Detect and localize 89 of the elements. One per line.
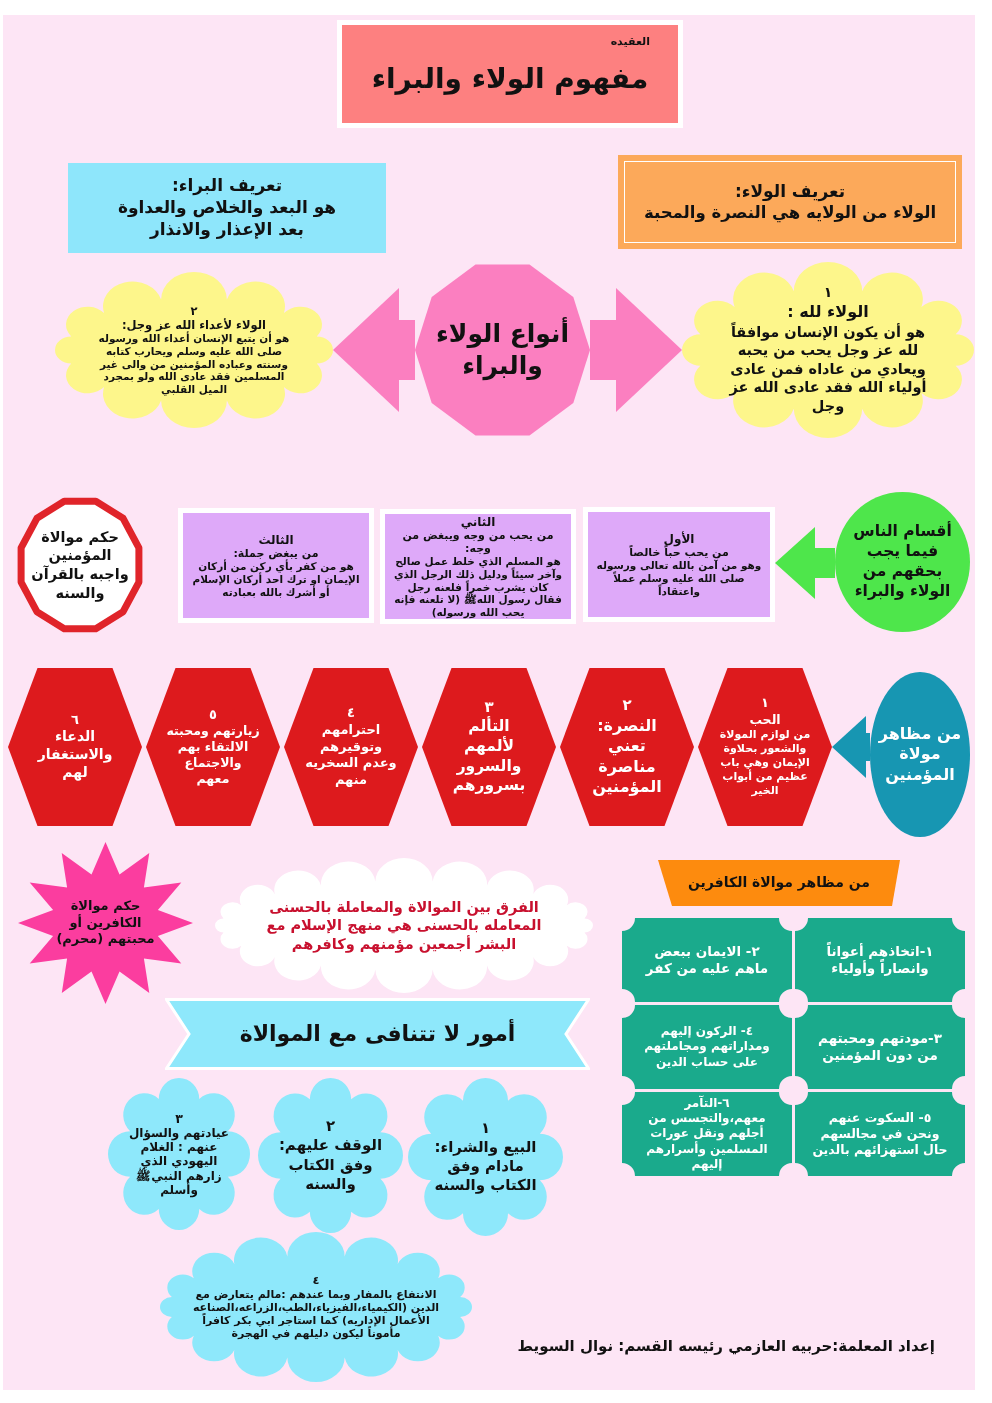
heading-text: الحب (749, 712, 781, 729)
node-text: النصرة: تعني مناصرة المؤمنين (591, 715, 663, 798)
starburst-shape (18, 842, 193, 1004)
heading-text: حكم موالاة الكافرين أو محبتهم (محرم) (55, 898, 156, 948)
number-label: ١ (480, 1118, 491, 1138)
node-text: التألم لألمهم والسرور بسرورهم (451, 716, 527, 797)
cloud-shape (160, 1232, 472, 1382)
heading-text: الفرق بين الموالاة والمعاملة بالحسنى (269, 897, 539, 917)
heading-text: من مظاهر موالاة الكافرين (688, 874, 870, 892)
hexagon-shape (146, 668, 280, 826)
info-box (380, 509, 576, 624)
info-box (178, 508, 374, 623)
node-text: البيع والشراء: مادام وفق الكتاب والسنه (433, 1137, 538, 1196)
number-label: ٤ (312, 1273, 320, 1288)
ticket-tile (795, 1005, 965, 1089)
arrow (333, 288, 415, 412)
title-text: مفهوم الولاء والبراء (371, 61, 649, 97)
definition-box (68, 163, 386, 253)
number-label: ٢ (325, 1117, 336, 1137)
body-text: هو أن يتبع الإنسان أعداء الله ورسوله صلى الله عليه وسلم ويحارب كتابه وسنته وعباده المؤمنين من والى غير المسلمين فقد عادى الله ولو بمجرد الميل القلبي (97, 332, 291, 396)
hexagon-shape (560, 668, 694, 826)
number-label: ٣ (484, 697, 494, 716)
arrow (775, 527, 835, 599)
number-label: ١ (823, 284, 833, 303)
subject-label: العقيده (610, 35, 650, 50)
node-text: ٣-مودتهم ومحبتهم من دون المؤمنين (817, 1029, 943, 1065)
info-box (583, 507, 775, 622)
node-text: احترامهم وتوقيرهم وعدم السخريه منهم (304, 722, 398, 789)
node-text: ٤- الركون إليهم ومداراتهم ومجاملتهم على حساب الدين (643, 1023, 771, 1071)
ticket-tile (795, 1092, 965, 1176)
number-label: ٥ (209, 706, 217, 724)
credit-text: إعداد المعلمة:حربيه العازمي رئيسه القسم: نوال السويط (517, 1337, 935, 1355)
heading-text: من مظاهر مولاة المؤمنين (878, 723, 962, 786)
ticket-tile (622, 918, 792, 1002)
cloud-shape (682, 262, 974, 438)
node-text: ٢- الايمان ببعض ماهم عليه من كفر (644, 942, 770, 978)
ribbon-banner (165, 998, 590, 1070)
number-label: ٢ (190, 304, 198, 318)
body-text: وهو من آمن بالله تعالى ورسوله صلى الله عليه وسلم عملاً واعتقاداً (596, 559, 762, 598)
number-label: ١ (761, 695, 769, 713)
node-text: الوقف عليهم: وفق الكتاب والسنه (277, 1136, 384, 1194)
node-text: الدعاء والاستغفار لهم (36, 728, 114, 783)
subheading-text: من يحب حباً خالصاً (629, 546, 729, 560)
hexagon-shape (284, 668, 418, 826)
body-text: هو أن يكون الإنسان موافقاً لله عز وجل يحب من يحبه ويعادي من عاداه فمن عادى أولياء الله فقد عادى الله عز وجل (728, 322, 928, 416)
heading-text: الولاء لله : (787, 302, 869, 323)
node-text: الانتفاع بالمفار وبما عندهم :مالم يتعارض مع الدين (الكيمياء،الفيزياء،الطب،الزراعه،الصناعه الأعمال الإداريه) كما استاجر ابي بكر كافراً مأموناً ليكون دليلهم في الهجرة (191, 1287, 441, 1341)
cloud-shape (408, 1078, 563, 1236)
heading-text: تعريف البراء: (171, 175, 283, 198)
heading-text: حكم موالاة المؤمنين واجبه بالقرآن والسنه (31, 527, 129, 603)
heading-text: الثالث (258, 532, 294, 548)
hexagon-shape (698, 668, 832, 826)
ticket-tile (795, 918, 965, 1002)
heading-text: أنواع الولاء والبراء (435, 318, 570, 382)
heading-text: أمور لا تتنافى مع الموالاة (239, 1019, 516, 1049)
body-text: من لوازم المولاة والشعور بحلاوة الإيمان وهي باب عظيم من أبواب الخير (718, 728, 812, 799)
cloud-shape (258, 1078, 403, 1233)
cloud-shape (215, 858, 593, 993)
node-text: ٦-التآمر معهم،والتجسس من أجلهم ونقل عورات المسلمين وأسرارهم إليهم (645, 1095, 769, 1173)
body-text: هو المسلم الذي خلط عمل صالح وآخر سيئاً ودليل ذلك الرجل الذي كان يشرب خمراً فلعنه رجل فقال رسول اللهﷺ (لا تلعنه فإنه يحب الله ورسوله) (393, 555, 563, 619)
node-text: عيادتهم والسؤال عنهم : الغلام اليهودي الذي زارهم النبيﷺ وأسلم (127, 1125, 231, 1198)
body-text: المعامله بالحسنى هي منهج الإسلام مع البشر أجمعين مؤمنهم وكافرهم (265, 916, 543, 954)
cloud-shape (55, 272, 333, 428)
heading-text: الولاء لأعداء الله عز وجل: (121, 318, 267, 332)
heading-text: الأول (663, 531, 695, 547)
node-text: زيارتهم ومحبته الالتقاء بهم والاجتماع معهم (166, 723, 260, 788)
number-label: ٤ (347, 705, 355, 723)
body-text: هو من كفر بأي ركن من أركان الإيمان او ترك احد أركان الإسلام أو أشرك بالله بعبادته (191, 560, 361, 599)
subheading-text: من يبغض جملة: (233, 547, 319, 561)
heading-text: الثاني (460, 514, 496, 530)
node-text: ١-اتخاذهم أعواناً وانصاراً وأولياء (825, 942, 935, 978)
number-label: ٢ (622, 696, 632, 716)
cloud-shape (108, 1078, 250, 1230)
definition-box (618, 155, 962, 249)
subheading-text: من يحب من وجه ويبغض من وجه: (401, 529, 555, 556)
ticket-tile (622, 1092, 792, 1176)
heading-text: تعريف الولاء: (734, 180, 846, 203)
ticket-tile (622, 1005, 792, 1089)
ribbon-banner (658, 860, 900, 906)
arrow (832, 716, 870, 778)
hexagon-shape (422, 668, 556, 826)
body-text: هو البعد والخلاص والعداوة بعد الإعذار والانذار (116, 197, 338, 241)
node-text: ٥- السكوت عنهم ونحن في مجالسهم حال استهزائهم بالدين (811, 1110, 949, 1158)
body-text: الولاء من الولايه هي النصرة والمحبة (643, 202, 937, 224)
hexagon-shape (8, 668, 142, 826)
title-box (337, 20, 683, 128)
number-label: ٣ (175, 1110, 183, 1126)
heading-text: أقسام الناس فيما يجب بحقهم من الولاء والبراء (852, 522, 953, 602)
number-label: ٦ (71, 711, 79, 729)
